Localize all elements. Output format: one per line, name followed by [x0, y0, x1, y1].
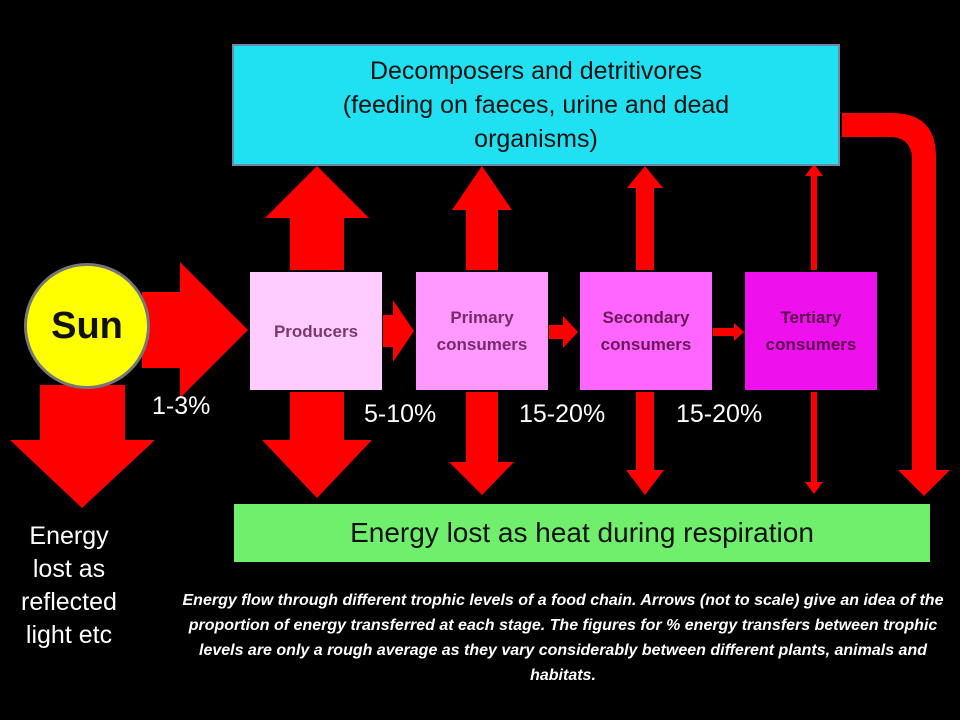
decomposers-line-1: Decomposers and detritivores — [369, 57, 703, 85]
secondary-consumers-box: Secondary consumers — [580, 272, 712, 390]
arrow-primary-up — [452, 166, 512, 270]
reflected-line-2: lost as — [32, 555, 106, 583]
producers-label: Producers — [273, 321, 359, 341]
reflected-line-3: reflected — [21, 588, 117, 616]
decomposers-box: Decomposers and detritivores (feeding on… — [232, 44, 840, 166]
arrow-decomposers-heat — [842, 113, 950, 496]
arrow-primary-secondary — [549, 316, 578, 348]
decomposers-line-3: organisms) — [474, 125, 598, 153]
sun-label: Sun — [51, 304, 123, 347]
transfer-sun-producers: 1-3% — [152, 392, 211, 420]
primary-label-line-2: consumers — [436, 335, 528, 354]
arrow-secondary-tertiary — [713, 323, 744, 341]
arrow-primary-down — [449, 392, 514, 495]
sun-circle: Sun — [24, 263, 150, 389]
reflected-line-1: Energy — [29, 522, 109, 550]
heat-loss-box: Energy lost as heat during respiration — [234, 504, 930, 562]
secondary-label-line-1: Secondary — [602, 308, 690, 327]
arrow-producers-down — [262, 392, 372, 498]
transfer-secondary-tertiary: 15-20% — [676, 400, 763, 428]
primary-label-line-1: Primary — [450, 308, 514, 327]
arrow-producers-primary — [383, 300, 414, 362]
tertiary-consumers-box: Tertiary consumers — [745, 272, 877, 390]
arrow-tertiary-up — [805, 164, 823, 270]
heat-loss-label: Energy lost as heat during respiration — [350, 517, 814, 548]
tertiary-label-line-1: Tertiary — [780, 308, 842, 327]
arrow-sun-producers — [142, 262, 248, 398]
arrow-producers-up — [265, 166, 369, 270]
secondary-label-line-2: consumers — [600, 335, 692, 354]
primary-consumers-box: Primary consumers — [416, 272, 548, 390]
decomposers-line-2: (feeding on faeces, urine and dead — [342, 91, 730, 119]
arrow-secondary-up — [627, 166, 663, 270]
transfer-primary-secondary: 15-20% — [519, 400, 606, 428]
arrow-tertiary-down — [805, 392, 823, 494]
producers-box: Producers — [250, 272, 382, 390]
reflected-line-4: light etc — [25, 621, 113, 649]
arrow-secondary-down — [626, 392, 664, 495]
arrow-sun-reflected — [10, 385, 155, 508]
reflected-light-label: Energy lost as reflected light etc — [4, 520, 134, 652]
transfer-producers-primary: 5-10% — [364, 400, 437, 428]
tertiary-label-line-2: consumers — [765, 335, 857, 354]
caption-text: Energy flow through different trophic le… — [182, 592, 944, 684]
